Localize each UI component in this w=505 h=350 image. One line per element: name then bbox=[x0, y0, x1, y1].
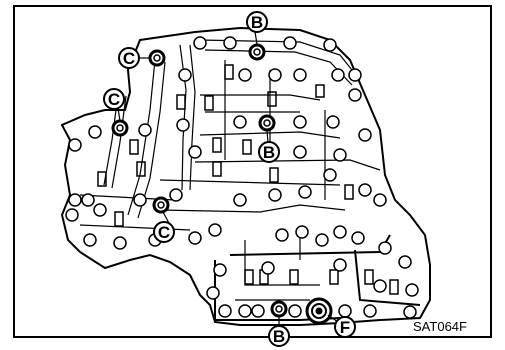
valve-ports bbox=[97, 64, 399, 295]
callout-f: F bbox=[334, 316, 356, 338]
callout-b-middle-label: B bbox=[263, 143, 275, 162]
bolt-holes bbox=[65, 36, 419, 319]
callout-b-bottom-label: B bbox=[273, 327, 285, 346]
marked-bolts bbox=[111, 43, 288, 318]
callout-c-top-label: C bbox=[123, 49, 135, 68]
callout-c-bottom: C bbox=[153, 221, 175, 243]
callout-b-bottom: B bbox=[268, 325, 290, 347]
callout-b-middle: B bbox=[258, 141, 280, 163]
callout-c-top: C bbox=[118, 47, 140, 69]
callouts: B C C B C B F bbox=[103, 11, 356, 347]
callout-c-left-label: C bbox=[108, 90, 120, 109]
figure-code: SAT064F bbox=[413, 319, 467, 334]
callout-f-label: F bbox=[340, 318, 350, 337]
bolt-inner-rings bbox=[116, 48, 283, 313]
bolt-f bbox=[305, 297, 333, 325]
callout-c-left: C bbox=[103, 88, 125, 110]
callout-b-top-label: B bbox=[251, 13, 263, 32]
figure-frame bbox=[13, 5, 492, 338]
callout-c-bottom-label: C bbox=[158, 223, 170, 242]
callout-b-top: B bbox=[246, 11, 268, 33]
